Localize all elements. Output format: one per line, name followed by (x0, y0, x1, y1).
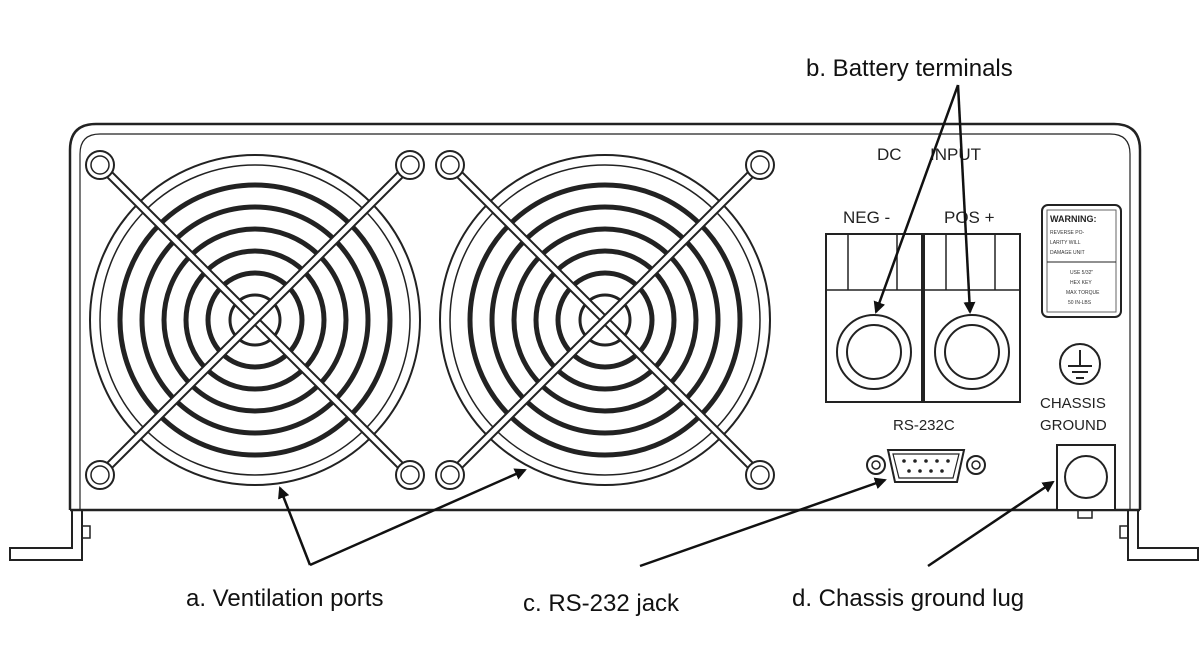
battery-terminal-negative (825, 233, 923, 403)
rs232-jack (866, 449, 986, 483)
fan-mount-screw (85, 150, 115, 180)
arrow-ventilation-left (278, 486, 312, 566)
callout-ventilation-ports: a. Ventilation ports (186, 585, 383, 612)
arrow-ventilation-right (309, 468, 527, 567)
arrow-battery-pos (956, 84, 976, 314)
warning-line: LARITY WILL (1050, 240, 1081, 246)
warning-line: REVERSE PO- (1050, 230, 1085, 236)
warning-label: WARNING: REVERSE PO- LARITY WILL DAMAGE … (1041, 204, 1122, 318)
fan-mount-screw (435, 150, 465, 180)
callout-rs232-jack: c. RS-232 jack (523, 590, 680, 617)
ground-label: GROUND (1040, 417, 1107, 434)
warning-line: DAMAGE UNIT (1050, 250, 1085, 256)
chassis-outline (68, 122, 1142, 512)
pos-terminal-label: POS + (944, 208, 995, 227)
fan-mount-screw (395, 150, 425, 180)
arrow-battery-neg (873, 84, 960, 314)
warning-line: 50 IN-LBS (1068, 300, 1092, 306)
warning-line: MAX TORQUE (1066, 290, 1100, 296)
fan-mount-screw (435, 460, 465, 490)
dc-input-label-left: DC (877, 145, 902, 164)
callout-chassis-ground-lug: d. Chassis ground lug (792, 585, 1024, 612)
warning-line: USE 5/32" (1070, 270, 1093, 276)
fan-mount-screw (745, 150, 775, 180)
fan-mount-screw (745, 460, 775, 490)
callout-arrows (278, 84, 1055, 568)
battery-terminal-positive (923, 233, 1021, 403)
dc-input-label-right: INPUT (930, 145, 981, 164)
rs232c-label: RS-232C (893, 417, 955, 434)
ventilation-fan-left (85, 150, 425, 490)
right-mounting-foot (1119, 510, 1199, 561)
arrow-ground-lug (927, 480, 1055, 568)
chassis-label: CHASSIS (1040, 395, 1106, 412)
fan-mount-screw (395, 460, 425, 490)
callout-battery-terminals: b. Battery terminals (806, 55, 1013, 82)
ground-symbol-icon (1059, 343, 1101, 385)
arrow-rs232 (639, 477, 887, 568)
warning-title: WARNING: (1050, 214, 1097, 224)
left-mounting-foot (9, 510, 91, 561)
chassis-ground-lug (1056, 444, 1116, 519)
fan-mount-screw (85, 460, 115, 490)
ventilation-fan-right (435, 150, 775, 490)
neg-terminal-label: NEG - (843, 208, 890, 227)
warning-line: HEX KEY (1070, 280, 1092, 286)
